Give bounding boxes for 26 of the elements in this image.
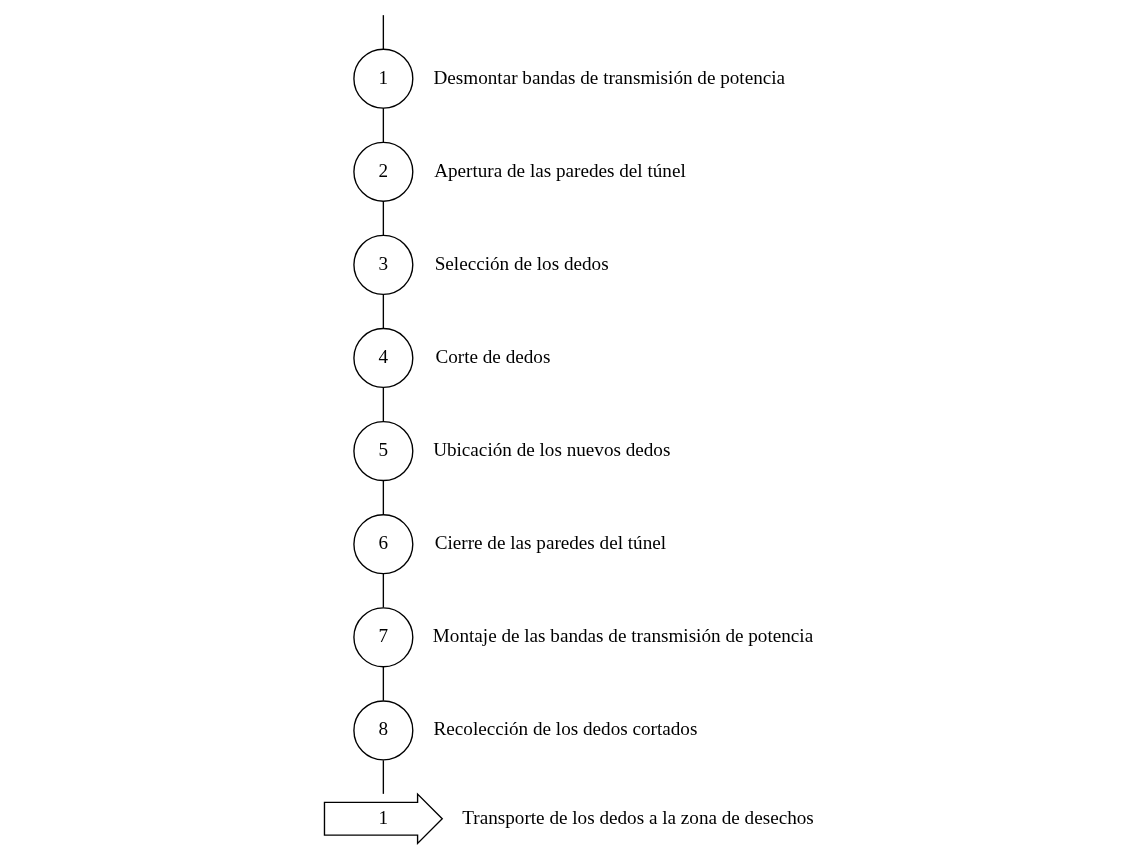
node-label: Ubicación de los nuevos dedos bbox=[432, 439, 670, 461]
node-circle: 7 bbox=[352, 607, 413, 668]
node-label: Transporte de los dedos a la zona de desechos bbox=[461, 806, 814, 828]
node-label: Selección de los dedos bbox=[434, 252, 609, 274]
node-label: Desmontar bandas de transmisión de potencia bbox=[432, 66, 785, 88]
node-circle: 6 bbox=[352, 514, 413, 575]
node-circle: 8 bbox=[352, 700, 413, 761]
connector bbox=[382, 479, 384, 516]
node-label: Apertura de las paredes del túnel bbox=[433, 159, 686, 181]
connector bbox=[382, 759, 384, 795]
node-circle: 4 bbox=[352, 327, 413, 389]
connector bbox=[382, 573, 384, 609]
connector bbox=[382, 293, 384, 329]
connector bbox=[382, 14, 384, 50]
node-circle: 3 bbox=[352, 234, 413, 295]
node-label: Corte de dedos bbox=[434, 346, 550, 368]
connector bbox=[382, 107, 384, 143]
node-circle: 1 bbox=[352, 48, 413, 109]
node-label: Recolección de los dedos cortados bbox=[433, 718, 697, 740]
node-circle: 2 bbox=[352, 141, 413, 202]
connector bbox=[382, 200, 384, 236]
node-label: Cierre de las paredes del túnel bbox=[434, 532, 666, 554]
node-circle: 5 bbox=[352, 420, 413, 482]
connector bbox=[382, 386, 384, 422]
node-label: Montaje de las bandas de transmisión de potencia bbox=[432, 625, 813, 647]
connector bbox=[382, 666, 384, 702]
